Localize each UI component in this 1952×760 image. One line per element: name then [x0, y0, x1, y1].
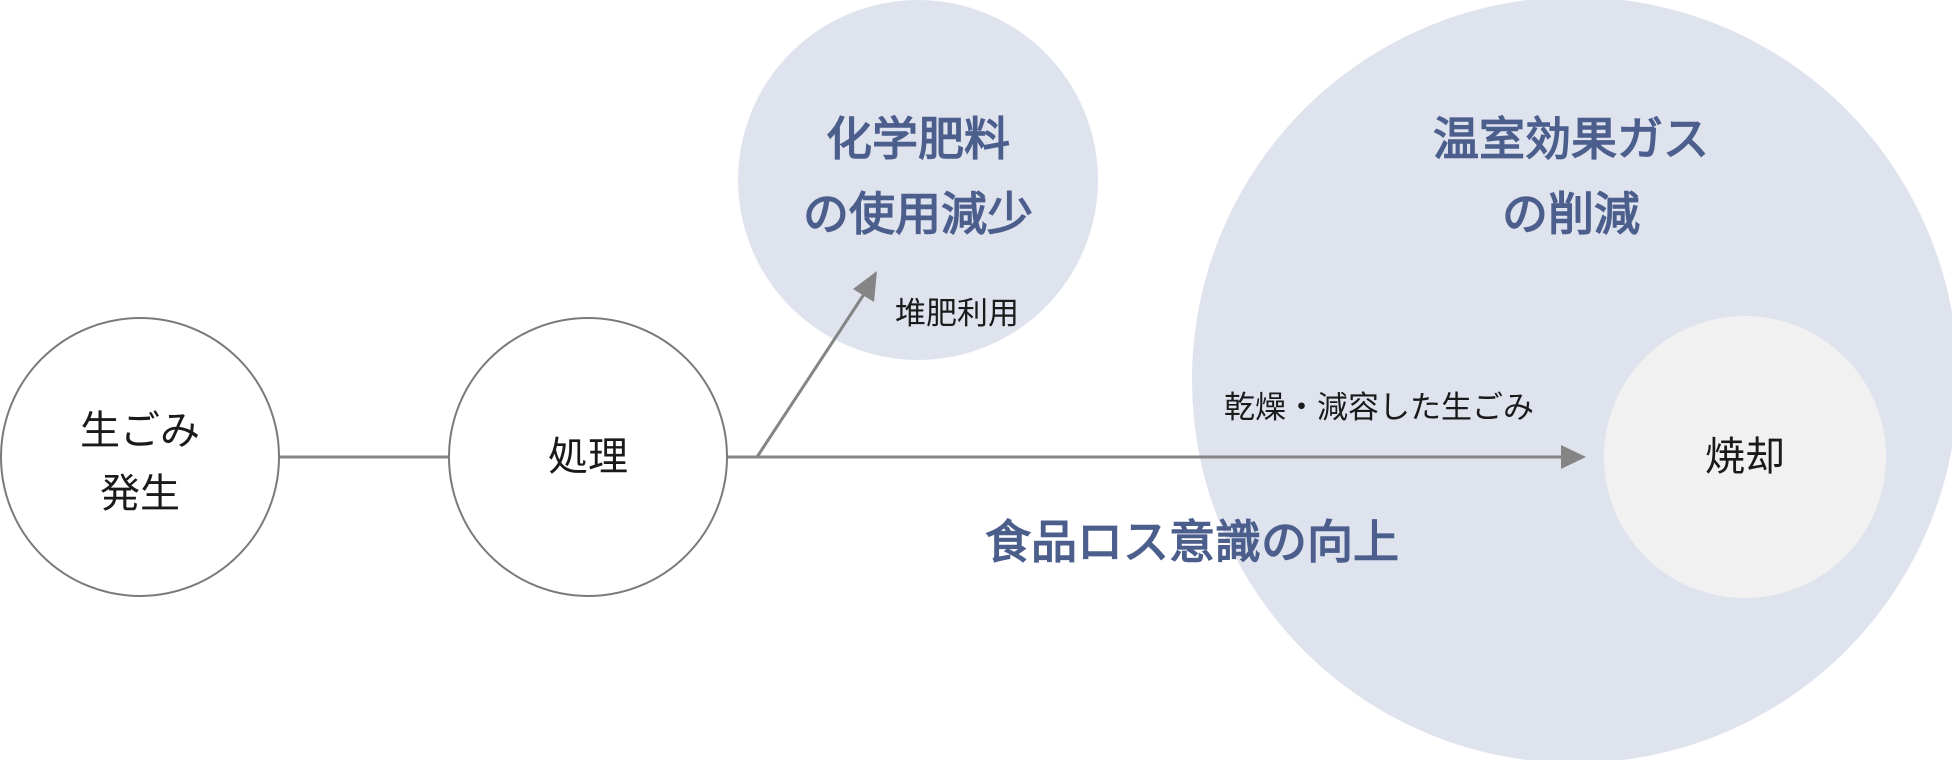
compost-edge-label: 堆肥利用: [895, 296, 1019, 332]
dried-edge-label: 乾燥・減容した生ごみ: [1224, 390, 1534, 426]
processing-label: 処理: [548, 434, 628, 480]
greenhouse-outcome-line1: 温室効果ガス: [1433, 112, 1709, 166]
compost-arrow: [755, 281, 874, 458]
generation-label-line1: 生ごみ: [80, 408, 200, 454]
incineration-arrowhead: [1561, 445, 1586, 469]
processing-node: [448, 317, 728, 597]
fertilizer-bubble: [738, 0, 1098, 360]
fertilizer-outcome-line2: の使用減少: [803, 187, 1033, 241]
incineration-node: [1604, 316, 1886, 598]
generation-label-line2: 発生: [100, 471, 180, 517]
incineration-label: 焼却: [1705, 434, 1785, 480]
generation-node: [0, 317, 280, 597]
compost-arrowhead: [853, 271, 877, 302]
food-loss-outcome: 食品ロス意識の向上: [985, 515, 1399, 569]
fertilizer-outcome-line1: 化学肥料: [826, 112, 1010, 166]
greenhouse-outcome-line2: の削減: [1502, 187, 1640, 241]
